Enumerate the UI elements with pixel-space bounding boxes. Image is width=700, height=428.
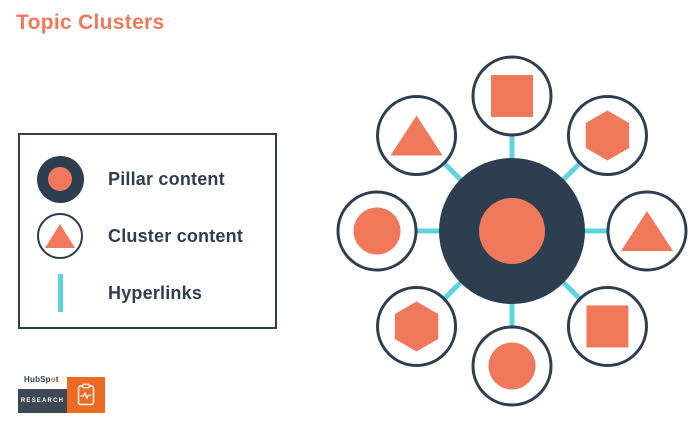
cluster-node-right: [606, 190, 688, 272]
pillar-core-dot: [48, 167, 72, 191]
cluster-shape-hexagon: [585, 110, 630, 161]
report-tile: [67, 377, 105, 413]
legend-item-cluster: Cluster content: [20, 212, 275, 260]
cluster-triangle: [45, 224, 75, 248]
sprocket-icon: o: [50, 375, 56, 384]
cluster-node-bottom-right: [566, 285, 648, 367]
cluster-shape-triangle: [621, 211, 673, 251]
cluster-node-top-left: [376, 95, 458, 177]
page-title: Topic Clusters: [16, 11, 165, 34]
legend-label-hyperlinks: Hyperlinks: [108, 282, 203, 303]
legend-label-pillar: Pillar content: [108, 168, 225, 189]
cluster-shape-triangle: [390, 115, 443, 156]
legend-box: Pillar content Cluster content Hyperlink…: [18, 133, 277, 329]
legend-item-pillar: Pillar content: [20, 155, 275, 203]
cluster-shape-square: [491, 75, 533, 117]
legend-item-hyperlinks: Hyperlinks: [20, 269, 275, 317]
cluster-node-bottom-left: [376, 285, 458, 367]
cluster-shape-hexagon: [394, 301, 439, 352]
cluster-shape-circle: [488, 342, 536, 390]
cluster-node-top: [471, 55, 553, 137]
pillar-content-icon: [36, 155, 84, 203]
hubspot-wordmark: HubSpot: [24, 375, 59, 384]
legend-label-cluster: Cluster content: [108, 225, 244, 246]
research-badge: RESEARCH: [18, 389, 67, 413]
cluster-shape-square: [586, 305, 629, 348]
clipboard-pulse-icon: [77, 383, 95, 406]
cluster-node-top-right: [566, 95, 648, 177]
hubspot-research-logo: HubSpot RESEARCH: [18, 374, 110, 416]
pillar-content-core: [479, 198, 545, 264]
cluster-node-bottom: [471, 325, 553, 407]
hyperlinks-icon: [57, 274, 63, 312]
cluster-content-icon: [37, 213, 83, 259]
cluster-shape-circle: [353, 207, 401, 255]
topic-cluster-diagram: [336, 55, 688, 407]
cluster-node-left: [336, 190, 418, 272]
